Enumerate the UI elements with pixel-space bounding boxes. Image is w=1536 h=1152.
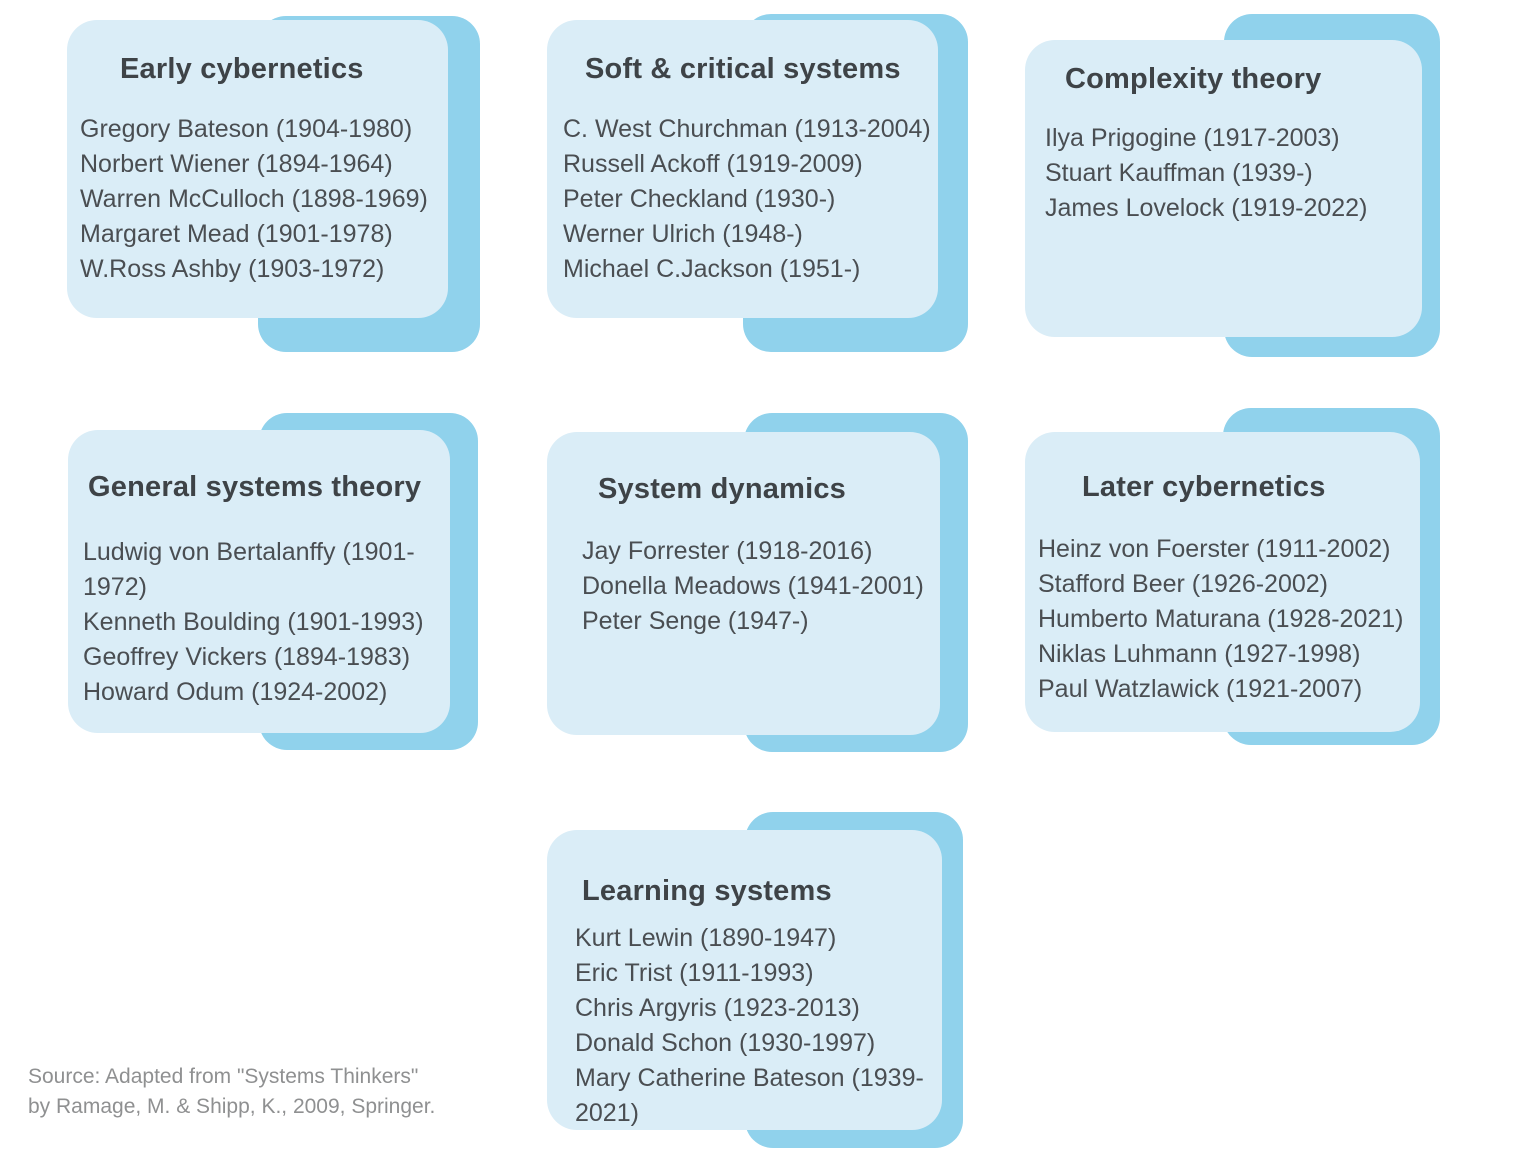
card-names: Gregory Bateson (1904-1980) Norbert Wien… <box>80 115 428 283</box>
card-learning-systems: Learning systems Kurt Lewin (1890-1947) … <box>547 812 963 1148</box>
card-system-dynamics: System dynamics Jay Forrester (1918-2016… <box>547 413 968 752</box>
card-title: Soft & critical systems <box>585 53 901 85</box>
card-panel <box>547 20 938 318</box>
card-title: Early cybernetics <box>120 53 364 85</box>
card-names: Kurt Lewin (1890-1947) Eric Trist (1911-… <box>575 924 924 1127</box>
card-soft-critical-systems: Soft & critical systems C. West Churchma… <box>547 14 968 352</box>
card-panel <box>547 432 940 735</box>
card-title: Complexity theory <box>1065 63 1322 95</box>
card-panel <box>1025 432 1420 732</box>
card-panel <box>68 430 450 733</box>
card-names: Jay Forrester (1918-2016) Donella Meadow… <box>582 537 924 635</box>
card-early-cybernetics: Early cybernetics Gregory Bateson (1904-… <box>67 16 480 352</box>
card-complexity-theory: Complexity theory Ilya Prigogine (1917-2… <box>1025 14 1440 357</box>
card-later-cybernetics: Later cybernetics Heinz von Foerster (19… <box>1025 408 1440 745</box>
card-names: Ilya Prigogine (1917-2003) Stuart Kauffm… <box>1045 124 1368 222</box>
card-title: General systems theory <box>88 471 422 503</box>
card-panel <box>547 830 942 1130</box>
source-note: Source: Adapted from "Systems Thinkers" … <box>28 1065 436 1118</box>
card-title: Later cybernetics <box>1082 471 1326 503</box>
card-names: Heinz von Foerster (1911-2002) Stafford … <box>1038 535 1404 703</box>
card-names: C. West Churchman (1913-2004) Russell Ac… <box>563 115 931 283</box>
card-panel <box>67 20 448 318</box>
card-general-systems-theory: General systems theory Ludwig von Bertal… <box>68 413 478 750</box>
card-panel <box>1025 40 1422 337</box>
card-title: Learning systems <box>582 875 832 907</box>
card-title: System dynamics <box>598 473 847 505</box>
card-names: Ludwig von Bertalanffy (1901-1972) Kenne… <box>83 538 424 706</box>
